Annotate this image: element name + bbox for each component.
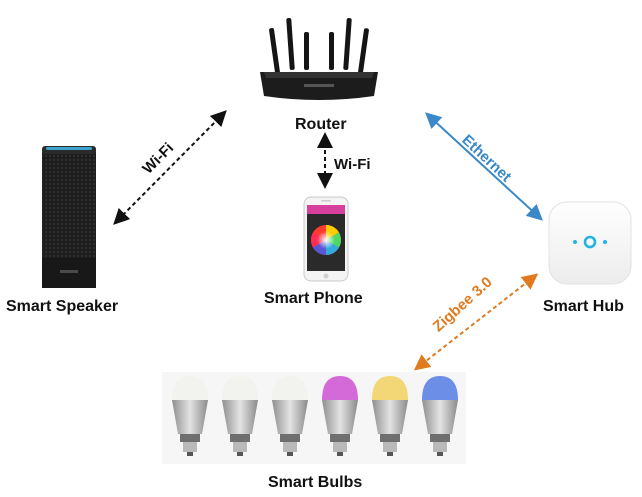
light-bulb-icon [372,376,408,456]
smartphone-icon [303,196,349,282]
light-bulb-icon [322,376,358,456]
smart-bulbs-group [162,372,466,464]
smart-hub-label: Smart Hub [543,298,624,315]
router-hub-ethernet-arrow [425,112,543,221]
hub-bulbs-zigbee-arrow [413,273,539,371]
router-speaker-wifi-arrow [113,110,227,225]
light-bulb-icon [272,376,308,456]
router-icon [254,14,384,106]
smart-phone-label: Smart Phone [264,290,363,307]
smart-speaker-label: Smart Speaker [6,298,119,315]
smart-hub-icon [543,196,637,290]
light-bulb-icon [222,376,258,456]
smart-bulbs-label: Smart Bulbs [268,474,363,491]
smart-speaker-icon [36,142,102,290]
wifi-phone-link-label: Wi-Fi [334,156,371,173]
router-label: Router [295,116,347,133]
light-bulb-icon [172,376,208,456]
light-bulb-icon [422,376,458,456]
